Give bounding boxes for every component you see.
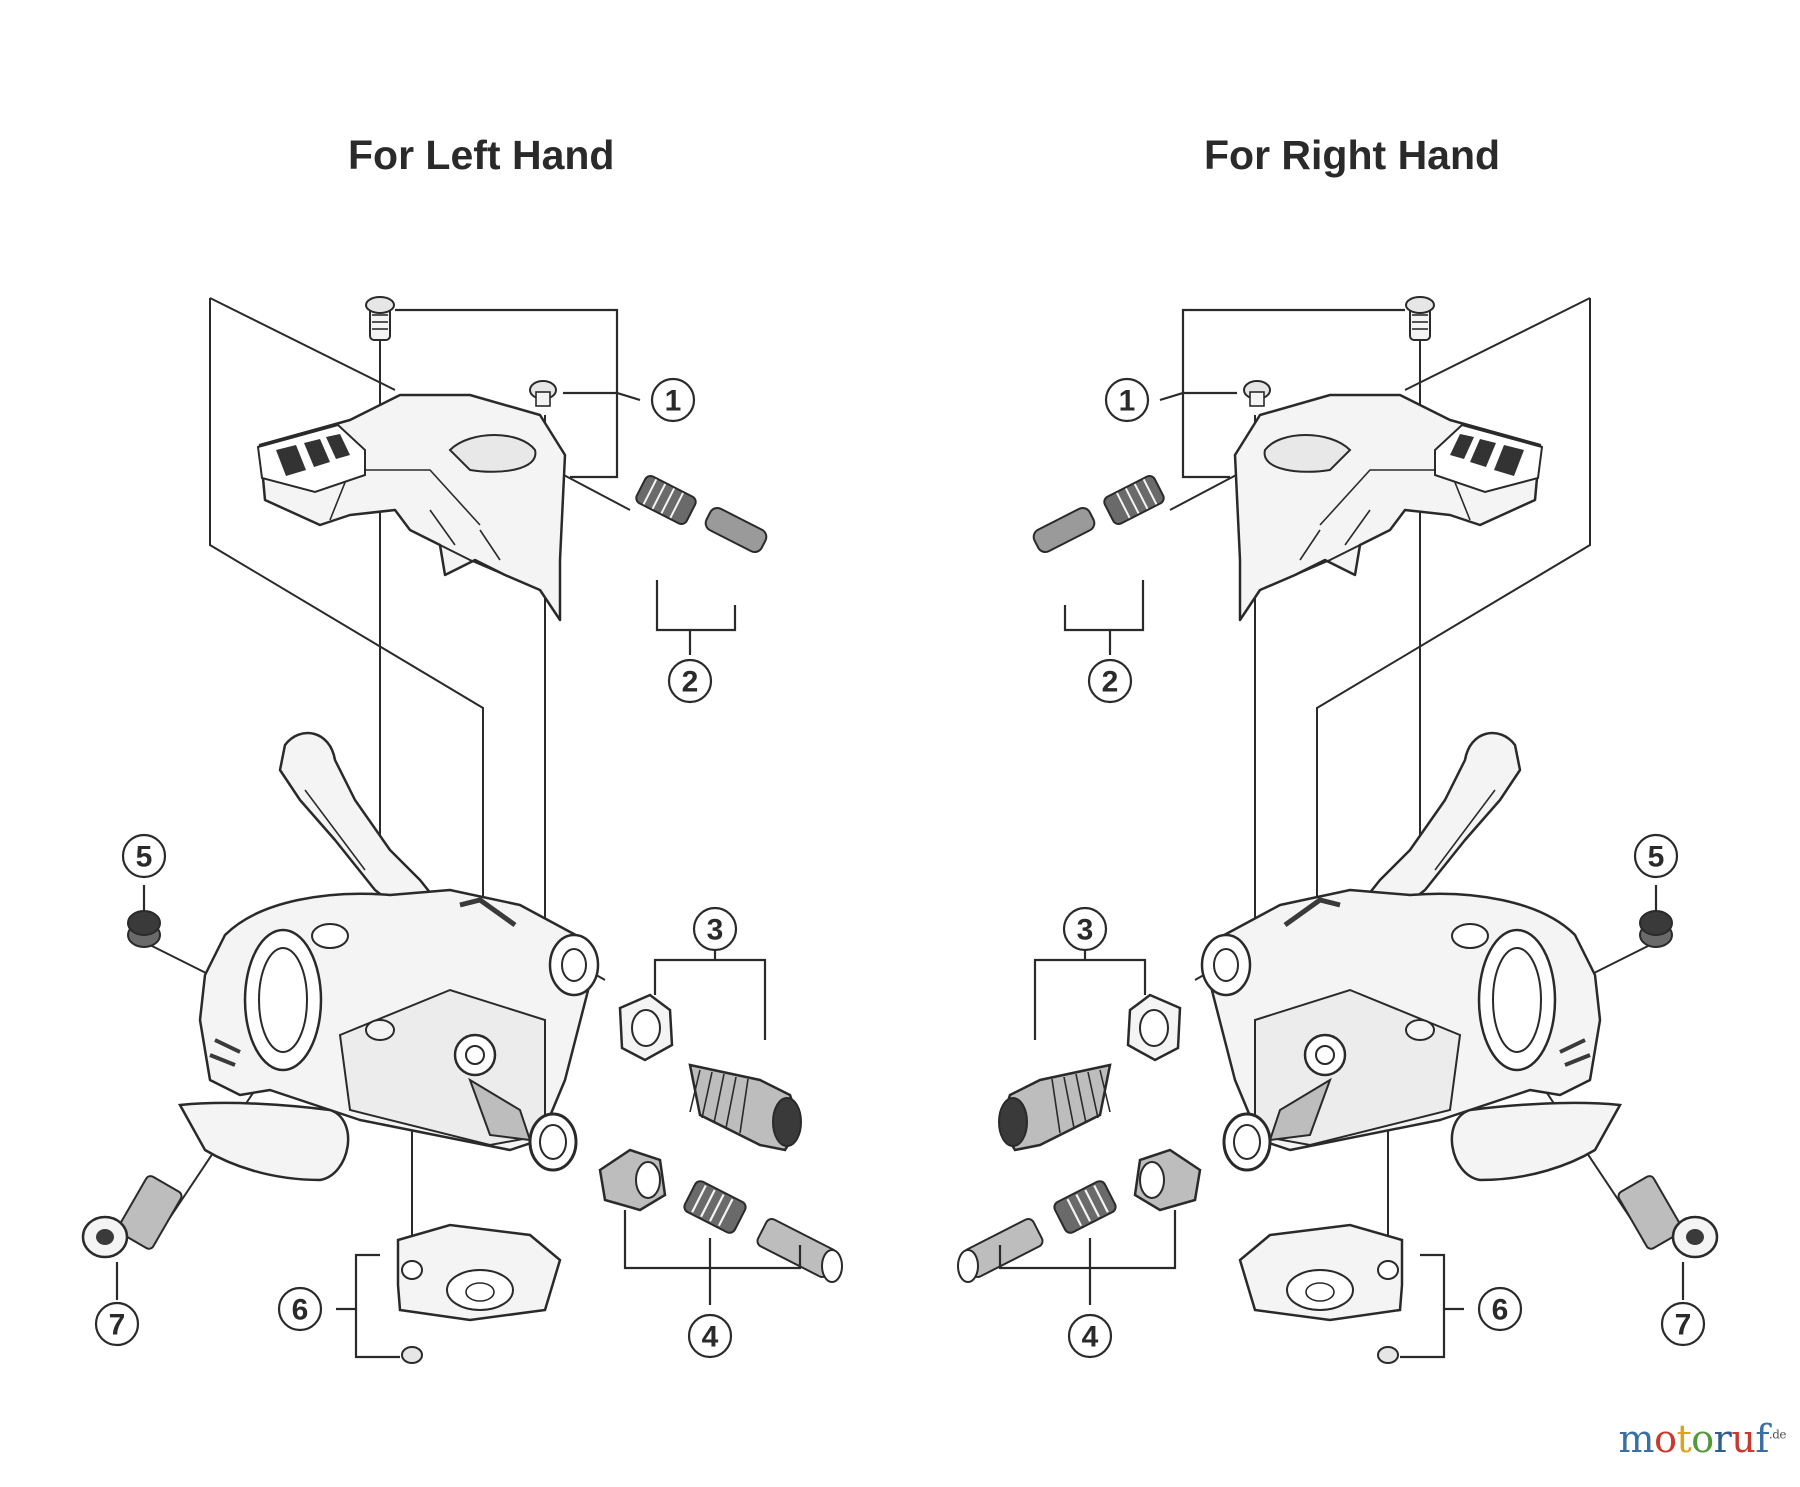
callout-4-right: 4 bbox=[1082, 1321, 1099, 1354]
callout-3-left: 3 bbox=[707, 914, 724, 947]
callout-4-left: 4 bbox=[702, 1321, 719, 1354]
callout-3-right: 3 bbox=[1077, 914, 1094, 947]
callout-5-right: 5 bbox=[1648, 841, 1665, 874]
callout-5-left: 5 bbox=[136, 841, 153, 874]
callout-6-right: 6 bbox=[1492, 1294, 1509, 1327]
callout-1-right: 1 bbox=[1119, 385, 1136, 418]
right-hand-assembly bbox=[958, 297, 1717, 1363]
callout-7-left: 7 bbox=[109, 1309, 126, 1342]
callout-2-right: 2 bbox=[1102, 666, 1119, 699]
watermark-logo: motoruf.de bbox=[1618, 1417, 1787, 1461]
left-hand-assembly bbox=[83, 297, 842, 1363]
callout-7-right: 7 bbox=[1675, 1309, 1692, 1342]
right-hand-heading: For Right Hand bbox=[1204, 132, 1501, 178]
callout-6-left: 6 bbox=[292, 1294, 309, 1327]
watermark-tld: .de bbox=[1768, 1427, 1787, 1442]
left-hand-heading: For Left Hand bbox=[348, 132, 615, 178]
callout-2-left: 2 bbox=[682, 666, 699, 699]
callout-1-left: 1 bbox=[665, 385, 682, 418]
